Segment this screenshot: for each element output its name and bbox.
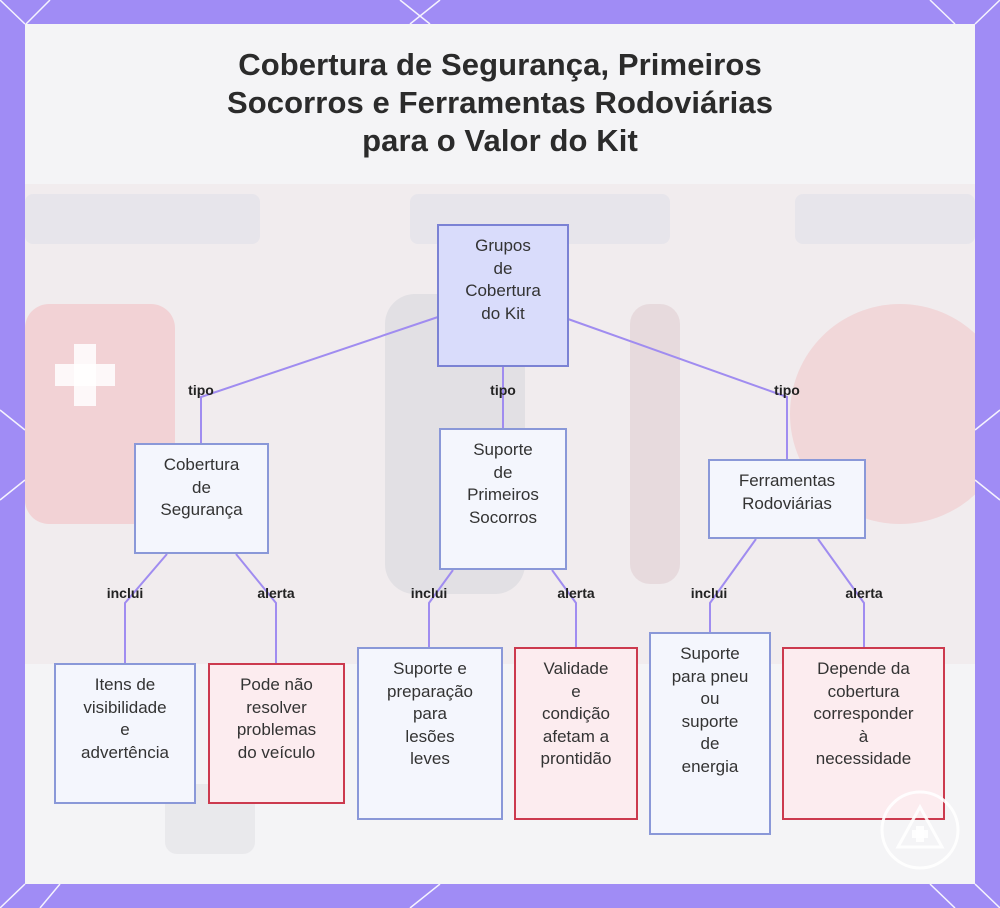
edge-label-inclui-firstaid: inclui (410, 585, 448, 601)
edge-label-alerta-firstaid: alerta (557, 585, 595, 601)
node-first-aid-support: Suporte de Primeiros Socorros (439, 428, 567, 570)
diagram-title: Cobertura de Segurança, Primeiros Socorr… (0, 46, 1000, 160)
title-line-3: para o Valor do Kit (362, 123, 638, 158)
edge-tools-warn (817, 538, 865, 647)
edge-label-inclui-safety: inclui (106, 585, 144, 601)
node-safety-alert: Pode não resolver problemas do veículo (208, 663, 345, 804)
edge-label-tipo-firstaid: tipo (490, 382, 516, 398)
title-line-1: Cobertura de Segurança, Primeiros (238, 47, 762, 82)
node-safety-includes: Itens de visibilidade e advertência (54, 663, 196, 804)
edge-label-alerta-tools: alerta (845, 585, 883, 601)
node-first-aid-includes: Suporte e preparação para lesões leves (357, 647, 503, 820)
edge-tools-inc (709, 538, 757, 632)
background-photo-ghost (25, 184, 975, 854)
edge-firstaid-warn (551, 569, 577, 647)
node-road-tools-includes: Suporte para pneu ou suporte de energia (649, 632, 771, 835)
node-safety-coverage: Cobertura de Segurança (134, 443, 269, 554)
edge-label-alerta-safety: alerta (257, 585, 295, 601)
edge-label-tipo-tools: tipo (774, 382, 800, 398)
edge-label-inclui-tools: inclui (690, 585, 728, 601)
edge-label-tipo-safety: tipo (188, 382, 214, 398)
first-aid-badge-icon (880, 790, 960, 870)
edge-root-safety (200, 316, 439, 443)
node-road-tools: Ferramentas Rodoviárias (708, 459, 866, 539)
edge-safety-warn (235, 553, 277, 663)
edge-safety-inc (124, 553, 168, 663)
node-first-aid-alert: Validade e condição afetam a prontidão (514, 647, 638, 820)
title-line-2: Socorros e Ferramentas Rodoviárias (226, 85, 774, 120)
edge-root-tools (567, 318, 788, 459)
node-kit-coverage-groups: Grupos de Cobertura do Kit (437, 224, 569, 367)
edge-firstaid-inc (428, 569, 454, 647)
